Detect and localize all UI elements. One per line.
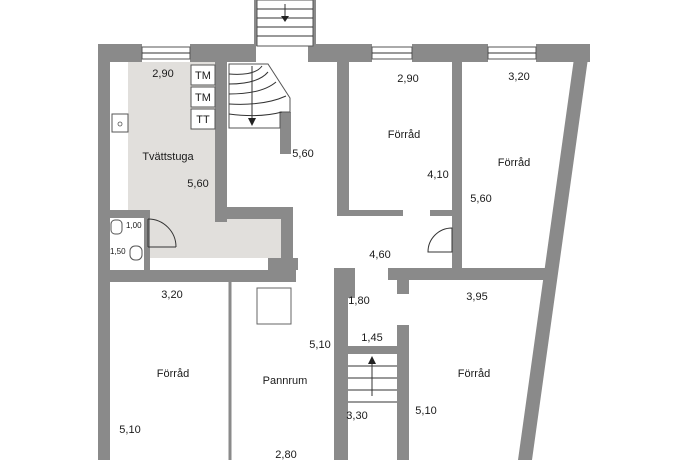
storage-3-width: 3,20 [161, 289, 182, 301]
laundry-name: Tvättstuga [142, 151, 194, 163]
sink-icon [111, 113, 129, 133]
appliance-box [190, 64, 216, 86]
stairwell-width: 1,45 [361, 332, 382, 344]
laundry-width: 2,90 [152, 68, 173, 80]
laundry-floor [128, 62, 290, 258]
boiler-name: Pannrum [263, 375, 308, 387]
corridor-depth: 1,80 [348, 295, 369, 307]
corridor-width: 4,60 [369, 249, 390, 261]
stairwell-depth: 3,30 [346, 410, 367, 422]
wc-width: 1,00 [126, 221, 142, 230]
windows [141, 46, 537, 60]
wc-fixtures [110, 113, 177, 261]
storage-4-name: Förråd [458, 368, 490, 380]
storage-2-depth: 5,60 [470, 193, 491, 205]
storage-1-width: 2,90 [397, 73, 418, 85]
labels: 2,90 Tvättstuga 5,60 1,00 1,50 5,60 2,90… [110, 68, 530, 460]
laundry-depth: 5,60 [187, 178, 208, 190]
boiler-depth: 5,10 [309, 339, 330, 351]
stair-hall-depth: 5,60 [292, 148, 313, 160]
door-swing [427, 227, 453, 253]
storage-2-name: Förråd [498, 157, 530, 169]
appliance-box [190, 86, 216, 108]
storage-3-depth: 5,10 [119, 424, 140, 436]
toilet-icon [129, 245, 143, 261]
storage-4-width: 3,95 [466, 291, 487, 303]
appliance-box [190, 108, 216, 130]
floor-hatch [256, 287, 292, 325]
inner-stair [228, 63, 291, 129]
storage-4-depth: 5,10 [415, 405, 436, 417]
arrow-down-icon [248, 118, 256, 126]
storage-1-name: Förråd [388, 129, 420, 141]
storage-2-width: 3,20 [508, 71, 529, 83]
storage-1-depth: 4,10 [427, 169, 448, 181]
appliance-label: TM [195, 92, 211, 104]
arrow-down-icon [281, 16, 289, 22]
appliance-label: TM [195, 70, 211, 82]
storage-3-name: Förråd [157, 368, 189, 380]
lower-stairwell [348, 354, 397, 460]
boiler-width: 2,80 [275, 449, 296, 460]
appliance-label: TT [196, 114, 210, 126]
appliances: TM TM TT [190, 64, 216, 130]
wc-depth: 1,50 [110, 247, 126, 256]
interior-walls [98, 44, 556, 460]
entrance-stair [254, 0, 316, 47]
arrow-up-icon [368, 356, 376, 364]
wc-sink-icon [110, 219, 123, 235]
